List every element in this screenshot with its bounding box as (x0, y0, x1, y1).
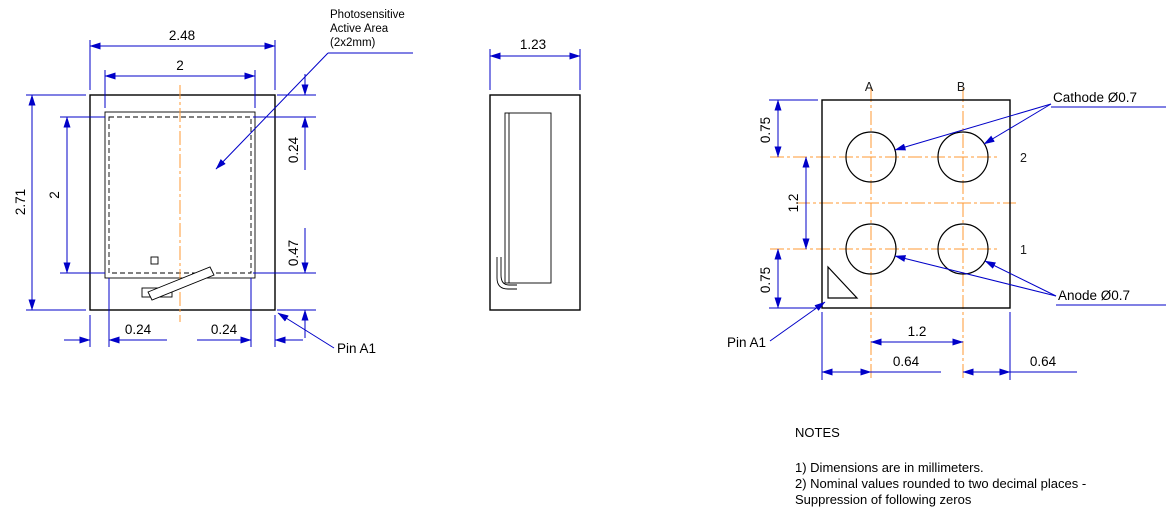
dim-text-pad-bottom-margin: 0.75 (758, 267, 773, 293)
pad-a1-anode (845, 223, 897, 275)
dim-bottom-left-margin: 0.24 (64, 278, 167, 347)
pin-a1-callout-front: Pin A1 (277, 312, 376, 356)
dim-text-top-margin: 0.24 (286, 136, 301, 163)
dim-text-depth: 1.23 (520, 37, 546, 52)
column-label-a: A (865, 80, 874, 94)
anode-label: Anode Ø0.7 (1058, 288, 1130, 303)
cathode-callout: Cathode Ø0.7 (894, 90, 1166, 151)
dim-text-width-active: 2 (176, 58, 184, 73)
dim-text-bottom-right: 0.24 (211, 322, 238, 337)
dim-text-col-pitch: 1.2 (908, 324, 927, 339)
dim-top-margin: 0.24 (253, 74, 316, 170)
chip-detail-square (150, 256, 159, 265)
active-area-note-line3: (2x2mm) (330, 37, 376, 49)
anode-callout: Anode Ø0.7 (894, 255, 1166, 306)
dim-text-pad-left-margin: 0.64 (893, 354, 920, 369)
dim-text-bottom-margin: 0.47 (286, 240, 301, 266)
pad-view-outline (821, 99, 1011, 309)
dim-text-row-pitch: 1.2 (786, 194, 801, 213)
bottom-view: A B 2 1 Cathode Ø0.7 Anode Ø0.7 Pin A1 0… (727, 80, 1166, 380)
dim-row-pitch: 1.2 (786, 156, 810, 250)
column-label-b: B (957, 80, 965, 94)
cathode-label: Cathode Ø0.7 (1053, 90, 1137, 105)
dim-pad-top-margin: 0.75 (758, 99, 818, 158)
dim-text-width-outer: 2.48 (169, 28, 195, 43)
notes-title: NOTES (795, 425, 840, 440)
leader-line (277, 312, 335, 349)
pad-a2-cathode (845, 131, 897, 183)
dim-bottom-right-margin: 0.24 (197, 278, 303, 347)
notes-item-1: 1) Dimensions are in millimeters. (795, 460, 984, 475)
side-lead-bend-inner (500, 257, 517, 286)
dim-width-outer: 2.48 (89, 28, 276, 90)
leader-line (215, 52, 329, 170)
front-view: 2.48 2 2.71 2 0.24 (13, 9, 413, 356)
package-outline (89, 94, 276, 311)
leader-line (984, 260, 1057, 297)
side-chip-stack (504, 112, 552, 284)
leader-line (894, 103, 1052, 151)
side-lead-bend-outer (496, 257, 517, 290)
dim-text-bottom-left: 0.24 (125, 322, 152, 337)
dim-pad-left-margin: 0.64 (821, 312, 941, 380)
side-view: 1.23 (489, 37, 581, 311)
dim-depth: 1.23 (489, 37, 581, 90)
row-label-1: 1 (1020, 243, 1027, 257)
active-area-note-line1: Photosensitive (330, 9, 405, 21)
notes-block: NOTES 1) Dimensions are in millimeters. … (795, 425, 1086, 507)
pad-b2-cathode (937, 131, 989, 183)
leader-line (894, 255, 1057, 297)
dim-pad-bottom-margin: 0.75 (758, 248, 818, 309)
dim-text-height-outer: 2.71 (13, 189, 28, 215)
row-label-2: 2 (1020, 151, 1027, 165)
pin-a1-triangle-marker (827, 265, 859, 299)
dim-height-active: 2 (47, 116, 105, 274)
pin-a1-label-bottom: Pin A1 (727, 335, 766, 350)
dim-text-pad-right-margin: 0.64 (1030, 354, 1057, 369)
dim-col-pitch: 1.2 (870, 324, 964, 346)
notes-item-3: Suppression of following zeros (795, 492, 972, 507)
pin-a1-label-front: Pin A1 (337, 341, 376, 356)
bond-wire-detail (147, 266, 215, 301)
dim-width-active: 2 (104, 58, 256, 108)
dim-text-height-active: 2 (47, 191, 62, 199)
dim-pad-right-margin: 0.64 (962, 312, 1077, 380)
leader-line (983, 103, 1052, 145)
dim-bottom-margin: 0.47 (253, 228, 316, 338)
pad-b1-anode (937, 223, 989, 275)
active-area-callout: Photosensitive Active Area (2x2mm) (215, 9, 413, 170)
dim-height-outer: 2.71 (13, 94, 86, 311)
active-area-note-line2: Active Area (330, 23, 389, 35)
side-package-outline (489, 94, 581, 311)
notes-item-2: 2) Nominal values rounded to two decimal… (795, 476, 1086, 491)
dim-text-pad-top-margin: 0.75 (758, 117, 773, 143)
pin-a1-callout-bottom: Pin A1 (727, 301, 826, 350)
